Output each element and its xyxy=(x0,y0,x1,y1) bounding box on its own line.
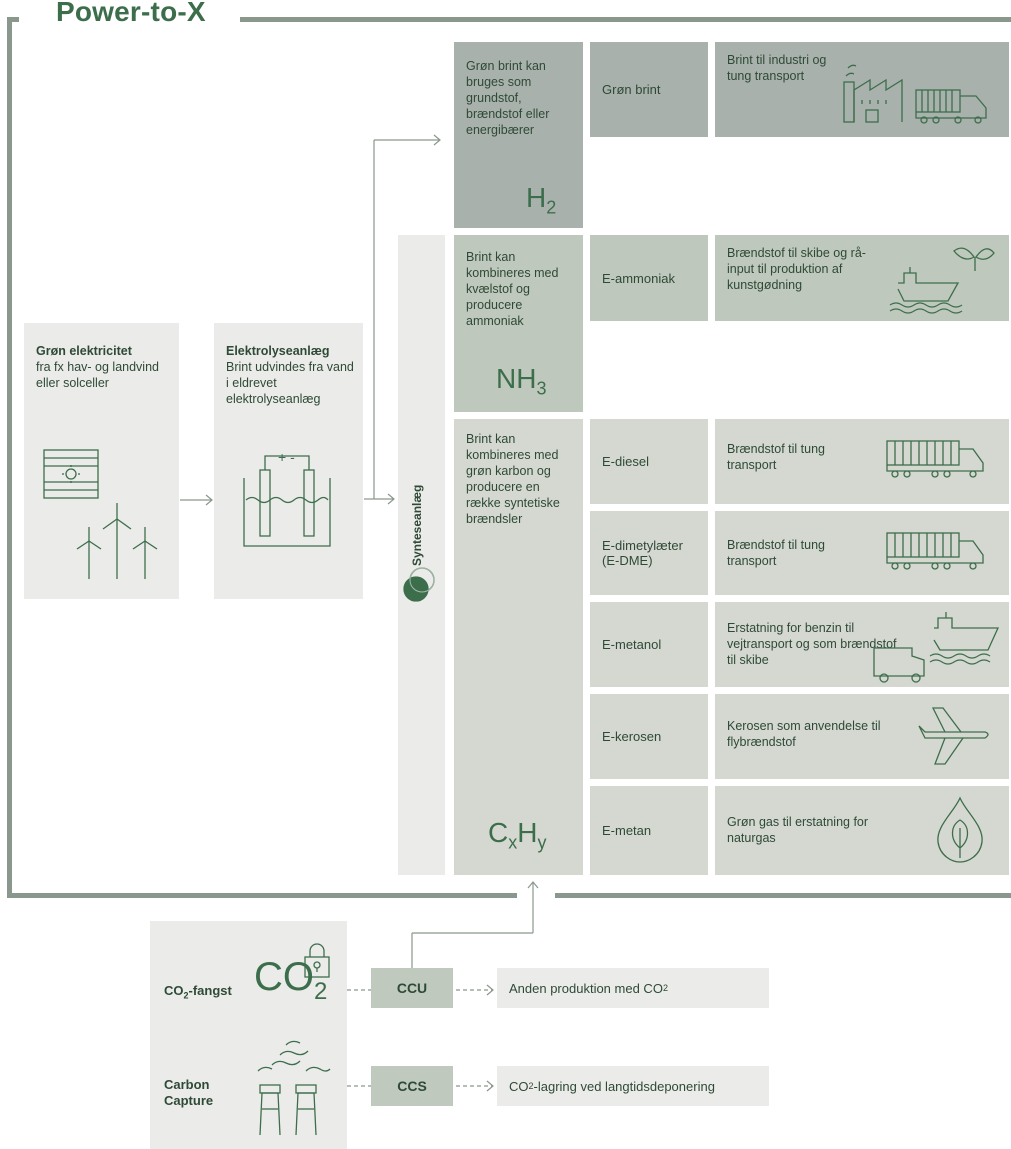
use-text: Grøn gas til erstatning for naturgas xyxy=(727,815,869,845)
synthesis-column: Synteseanlæg xyxy=(398,235,445,875)
product-name: E-diesel xyxy=(602,454,649,469)
carbon-capture-label: Carbon Capture xyxy=(164,1077,214,1108)
use-text: Brændstof til tung transport xyxy=(727,442,825,472)
frame-top-right xyxy=(240,17,1011,22)
electrolysis-box: Elektrolyseanlæg Brint udvindes fra vand… xyxy=(214,323,363,599)
source-box: Grøn elektricitet fra fx hav- og landvin… xyxy=(24,323,179,599)
use-green-hydrogen: Brint til industri og tung transport xyxy=(715,42,1009,137)
electrolysis-text: Brint udvindes fra vand i eldrevet elekt… xyxy=(226,360,354,406)
use-e-dme: Brændstof til tung transport xyxy=(715,511,1009,595)
product-name: E-metan xyxy=(602,823,652,838)
nh3-formula: NH3 xyxy=(496,363,547,399)
product-name: E-ammoniak xyxy=(602,270,675,286)
use-text: Brændstof til tung transport xyxy=(727,538,825,568)
cxhy-panel: Brint kan kombineres med grøn karbon og … xyxy=(454,419,583,875)
h2-formula: H2 xyxy=(526,182,557,218)
use-e-methanol: Erstatning for benzin til vejtransport o… xyxy=(715,602,1009,687)
nh3-description: Brint kan kombineres med kvælstof og pro… xyxy=(466,250,559,328)
page-title: Power-to-X xyxy=(44,0,218,28)
synthesis-circles-icon xyxy=(403,567,435,602)
h2-panel: Grøn brint kan bruges som grundstof, bræ… xyxy=(454,42,583,228)
product-green-hydrogen: Grøn brint xyxy=(590,42,708,137)
use-text: Brint til industri og tung transport xyxy=(727,53,827,83)
cxhy-formula: CxHy xyxy=(488,817,547,853)
arrow-electrolysis-to-outputs xyxy=(364,134,441,505)
arrow-ccu-to-synthesis xyxy=(411,881,539,968)
frame-left xyxy=(7,17,12,898)
source-text: fra fx hav- og landvind eller solceller xyxy=(36,360,159,390)
cxhy-description: Brint kan kombineres med grøn karbon og … xyxy=(466,432,560,526)
chimneys-icon xyxy=(257,1040,331,1136)
product-e-dme: E-dimetylæter (E-DME) xyxy=(590,511,708,595)
ccu-badge: CCU xyxy=(371,968,453,1008)
frame-bottom-left xyxy=(7,893,517,898)
wind-turbines-icon xyxy=(76,503,158,579)
product-name: E-metanol xyxy=(602,637,662,652)
electrolysis-symbol: + - xyxy=(278,449,295,465)
source-heading: Grøn elektricitet xyxy=(36,344,132,358)
dash-co2-to-ccu xyxy=(347,989,373,991)
electrolysis-heading: Elektrolyseanlæg xyxy=(226,344,330,358)
ship-van-icon xyxy=(873,612,1000,683)
truck-icon xyxy=(886,532,984,570)
product-e-kerosene: E-kerosen xyxy=(590,694,708,779)
solar-panel-icon xyxy=(43,449,99,499)
use-e-kerosene: Kerosen som anvendelse til flybrændstof xyxy=(715,694,1009,779)
use-text: Erstatning for benzin til vejtransport o… xyxy=(727,621,897,667)
product-name: E-dimetylæter (E-DME) xyxy=(602,538,683,568)
frame-top-left xyxy=(7,17,19,22)
use-text: Brændstof til skibe og rå-input til prod… xyxy=(727,246,866,292)
dash-ccs-to-output xyxy=(456,1080,494,1092)
co2-capture-label: CO2-fangst xyxy=(164,983,232,1001)
ship-plant-icon xyxy=(889,247,995,314)
product-e-ammonia: E-ammoniak xyxy=(590,235,708,321)
product-e-methanol: E-metanol xyxy=(590,602,708,687)
factory-truck-icon xyxy=(843,64,987,124)
arrow-source-to-electrolysis xyxy=(180,494,213,506)
ccs-badge: CCS xyxy=(371,1066,453,1106)
use-text: Kerosen som anvendelse til flybrændstof xyxy=(727,719,881,749)
truck-icon xyxy=(886,440,984,478)
use-e-diesel: Brændstof til tung transport xyxy=(715,419,1009,504)
h2-description: Grøn brint kan bruges som grundstof, bræ… xyxy=(466,59,550,137)
electrolysis-cell-icon: + - xyxy=(243,449,331,547)
dash-ccu-to-output xyxy=(456,984,494,996)
frame-bottom-right xyxy=(555,893,1011,898)
product-e-methane: E-metan xyxy=(590,786,708,875)
lock-icon xyxy=(304,943,330,978)
product-e-diesel: E-diesel xyxy=(590,419,708,504)
dash-carbon-to-ccs xyxy=(347,1085,373,1087)
co2-lock-icon: CO2 xyxy=(254,955,328,1005)
airplane-icon xyxy=(918,707,989,765)
capture-box: CO2-fangst CO2 Carbon Capture xyxy=(150,921,347,1149)
product-name: Grøn brint xyxy=(602,82,661,97)
use-e-methane: Grøn gas til erstatning for naturgas xyxy=(715,786,1009,875)
product-name: E-kerosen xyxy=(602,729,662,744)
use-e-ammonia: Brændstof til skibe og rå-input til prod… xyxy=(715,235,1009,321)
leaf-drop-icon xyxy=(937,796,983,863)
nh3-panel: Brint kan kombineres med kvælstof og pro… xyxy=(454,235,583,412)
